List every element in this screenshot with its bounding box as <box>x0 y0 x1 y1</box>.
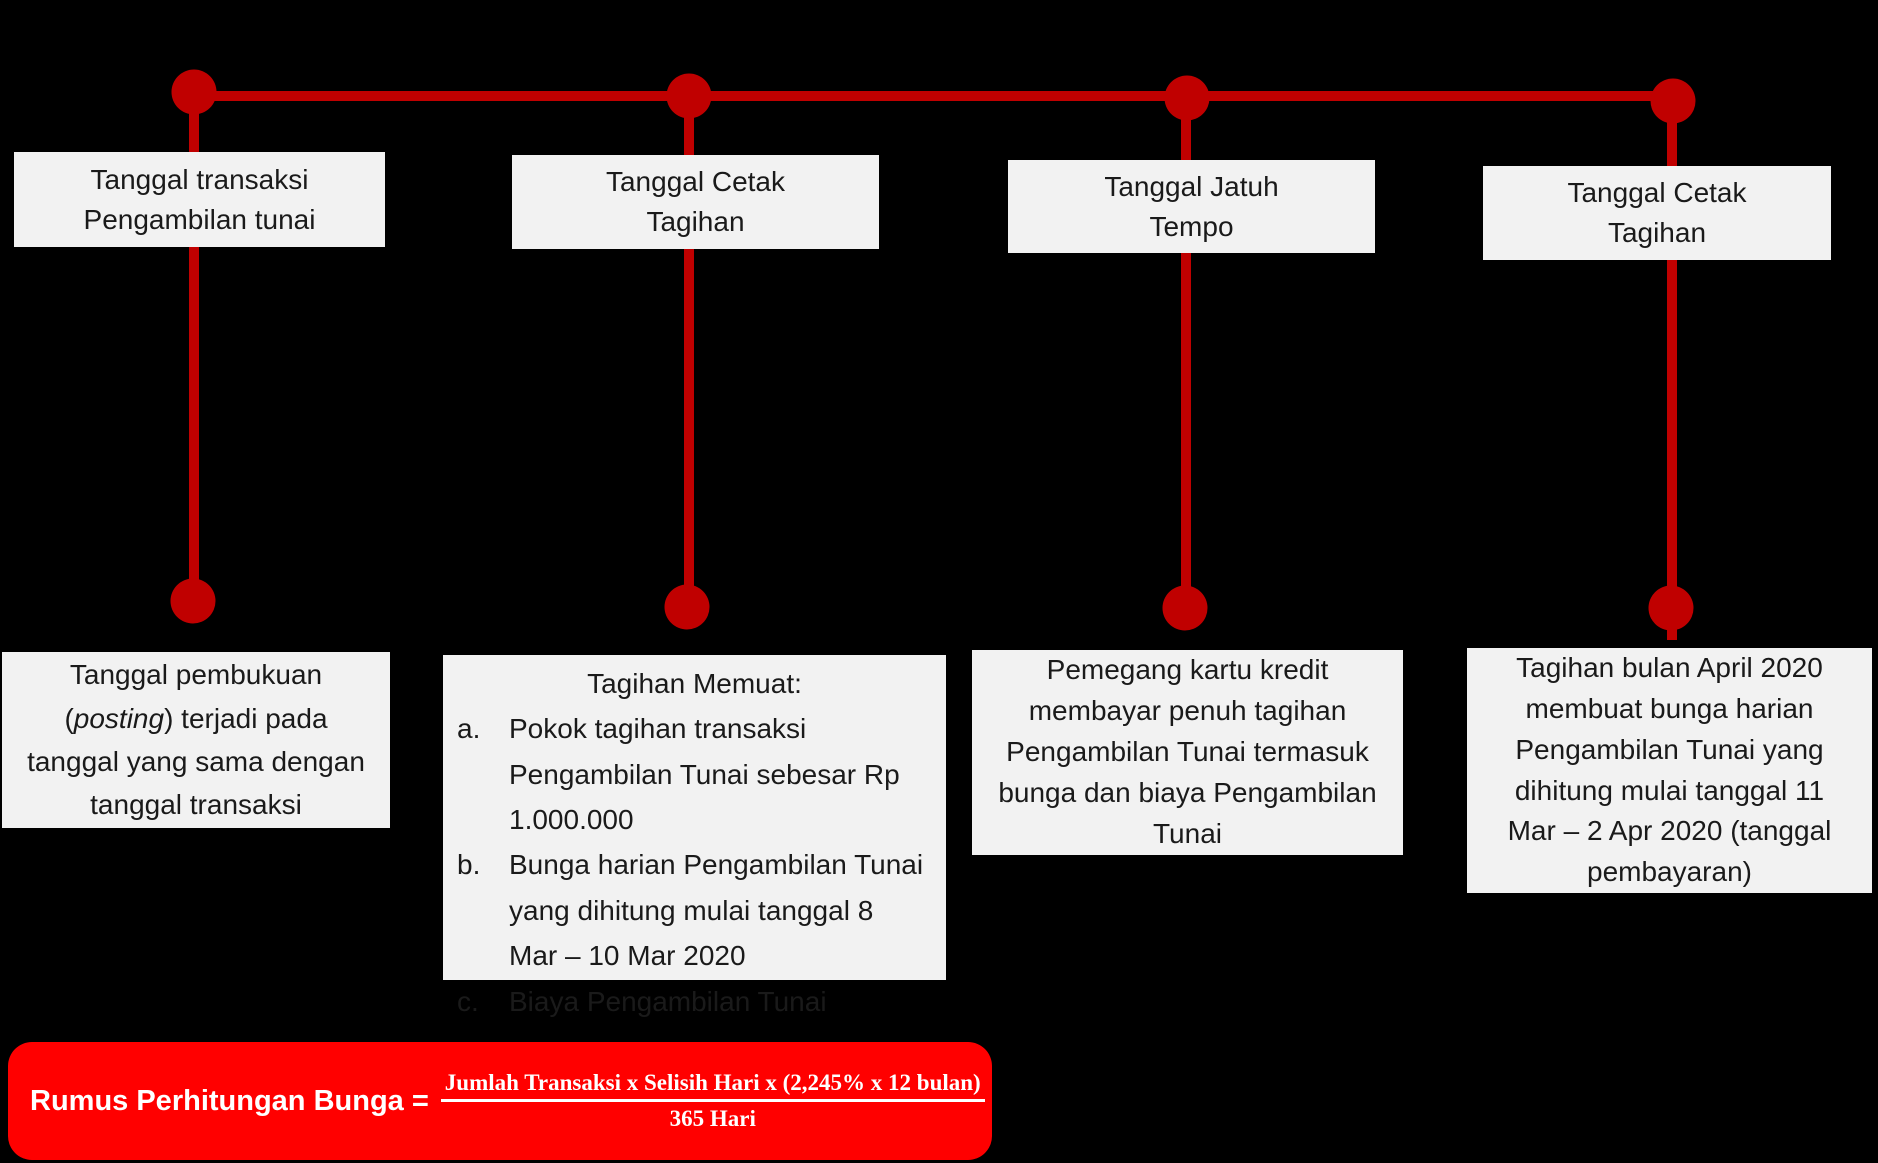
description-box-2: Tagihan Memuat: a. Pokok tagihan transak… <box>443 655 946 1017</box>
event-label-text-2: Tanggal Cetak Tagihan <box>605 166 785 237</box>
description-1-part-2: ) terjadi pada tanggal yang sama dengan … <box>27 702 365 821</box>
list-marker-c: c. <box>457 985 479 1017</box>
event-label-text-1: Tanggal transaksi Pengambilan tunai <box>83 163 316 235</box>
description-text-1: Tanggal pembukuan (posting) terjadi pada… <box>27 653 365 827</box>
formula-numerator: Jumlah Transaksi x Selisih Hari x (2,245… <box>444 1070 981 1095</box>
fraction-bar <box>440 1099 985 1102</box>
timeline-node-3-bottom-dot <box>1162 585 1208 631</box>
list-marker-a: a. <box>457 713 481 745</box>
list-item-a: a. Pokok tagihan transaksi Pengambilan T… <box>453 706 936 842</box>
timeline-node-4-top-dot <box>1650 78 1696 124</box>
connector-line-1 <box>189 91 199 602</box>
description-1-italic-posting: posting <box>73 702 165 734</box>
timeline-node-1-bottom-dot <box>170 578 216 624</box>
description-box-4: Tagihan bulan April 2020 membuat bunga h… <box>1467 648 1872 893</box>
description-2-title: Tagihan Memuat: <box>587 668 802 699</box>
event-label-text-4: Tanggal Cetak Tagihan <box>1567 177 1747 248</box>
connector-line-3 <box>1181 98 1191 610</box>
formula-fraction: Jumlah Transaksi x Selisih Hari x (2,245… <box>440 1070 985 1132</box>
description-box-1: Tanggal pembukuan (posting) terjadi pada… <box>2 652 390 828</box>
timeline-node-4-bottom-dot <box>1648 585 1694 631</box>
timeline-node-1-top-dot <box>171 69 217 115</box>
description-1-part-1: Tanggal pembukuan ( <box>64 659 323 734</box>
event-label-box-2: Tanggal Cetak Tagihan <box>512 155 879 249</box>
formula-denominator: 365 Hari <box>669 1106 756 1131</box>
event-label-box-4: Tanggal Cetak Tagihan <box>1483 166 1831 260</box>
list-item-c: c. Biaya Pengambilan Tunai <box>453 979 936 1024</box>
description-text-4: Tagihan bulan April 2020 membuat bunga h… <box>1507 651 1832 888</box>
connector-line-4 <box>1667 101 1677 640</box>
event-label-box-1: Tanggal transaksi Pengambilan tunai <box>14 152 385 247</box>
formula-label: Rumus Perhitungan Bunga = <box>30 1084 429 1117</box>
list-item-b: b. Bunga harian Pengambilan Tunai yang d… <box>453 842 936 978</box>
event-label-text-3: Tanggal Jatuh Tempo <box>1104 170 1279 242</box>
timeline-node-2-top-dot <box>666 73 712 119</box>
timeline-node-2-bottom-dot <box>664 584 710 630</box>
event-label-box-3: Tanggal Jatuh Tempo <box>1008 160 1375 253</box>
connector-line-2 <box>684 96 694 609</box>
description-box-3: Pemegang kartu kredit membayar penuh tag… <box>972 650 1403 855</box>
list-text-a: Pokok tagihan transaksi Pengambilan Tuna… <box>509 713 900 836</box>
timeline-axis <box>194 91 1673 101</box>
timeline-node-3-top-dot <box>1164 75 1210 121</box>
list-marker-b: b. <box>457 849 481 881</box>
formula-box: Rumus Perhitungan Bunga = Jumlah Transak… <box>8 1042 992 1160</box>
list-text-b: Bunga harian Pengambilan Tunai yang dihi… <box>509 849 924 972</box>
list-text-c: Biaya Pengambilan Tunai <box>509 985 827 1017</box>
description-text-3: Pemegang kartu kredit membayar penuh tag… <box>998 654 1377 849</box>
